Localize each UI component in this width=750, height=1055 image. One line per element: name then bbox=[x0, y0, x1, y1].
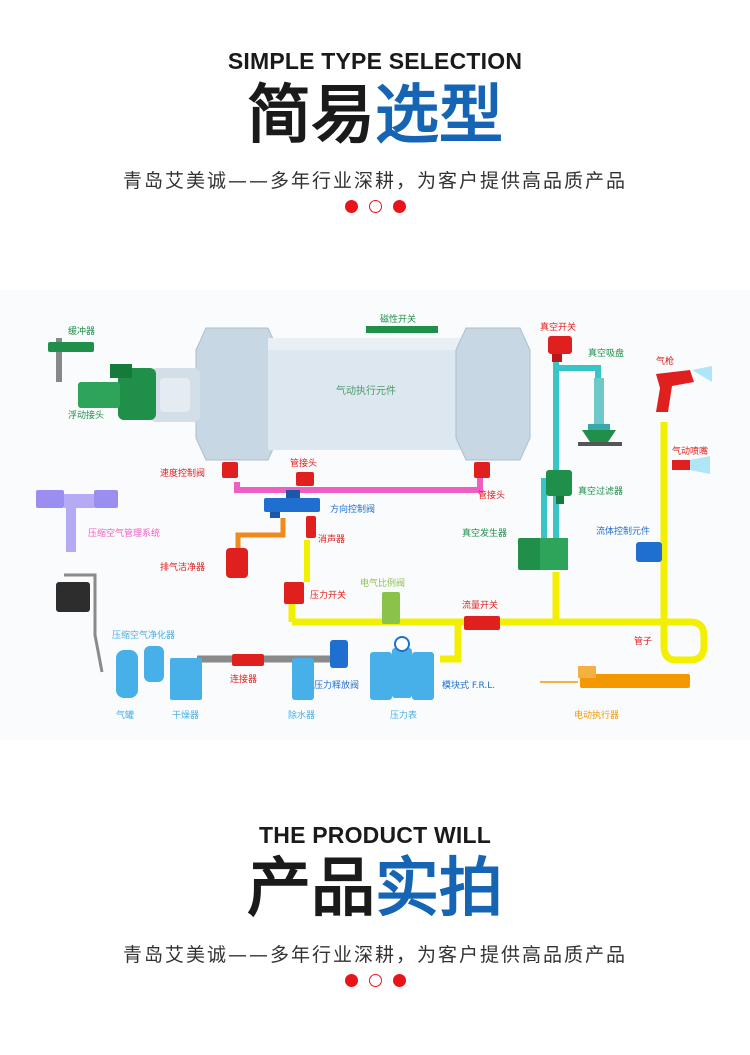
section2-subtitle: 青岛艾美诚——多年行业深耕，为客户提供高品质产品 bbox=[122, 944, 627, 966]
decorative-dots-2 bbox=[0, 974, 750, 987]
drain bbox=[292, 658, 314, 700]
label-floating-joint: 浮动接头 bbox=[68, 409, 104, 421]
label-buffer: 缓冲器 bbox=[68, 325, 95, 337]
label-drain: 除水器 bbox=[288, 709, 315, 721]
label-vacuum-filter: 真空过滤器 bbox=[578, 485, 623, 497]
pipe-gray-tank bbox=[64, 573, 104, 673]
connector bbox=[232, 654, 264, 666]
compressor bbox=[56, 582, 90, 612]
flow-control bbox=[636, 542, 662, 562]
fitting-right bbox=[474, 462, 490, 478]
pipe-orange bbox=[235, 518, 286, 550]
label-fitting-top: 管接头 bbox=[290, 457, 317, 469]
electro-proportional-valve bbox=[382, 592, 400, 624]
label-vacuum-switch: 真空开关 bbox=[540, 321, 576, 333]
dryer bbox=[170, 658, 202, 700]
label-ep-valve: 电气比例阀 bbox=[360, 577, 405, 589]
pressure-switch bbox=[284, 582, 304, 604]
section-subtitle: 青岛艾美诚——多年行业深耕，为客户提供高品质产品 bbox=[122, 170, 627, 192]
vacuum-pad bbox=[578, 378, 622, 446]
floating-joint bbox=[78, 364, 156, 420]
air-gun bbox=[656, 366, 712, 412]
air-tank bbox=[116, 646, 164, 698]
section-title-cn-blue: 选型 bbox=[375, 79, 503, 153]
dot-ring bbox=[368, 974, 382, 987]
dot-filled bbox=[344, 974, 358, 987]
section-title-en: SIMPLE TYPE SELECTION bbox=[227, 48, 523, 74]
label-vacuum-generator: 真空发生器 bbox=[462, 527, 507, 539]
dot-filled bbox=[344, 200, 358, 213]
decorative-dots bbox=[0, 200, 750, 213]
vacuum-switch bbox=[548, 336, 572, 362]
vacuum-generator bbox=[518, 538, 568, 570]
label-fitting-right: 管接头 bbox=[478, 489, 505, 501]
label-gauge: 压力表 bbox=[390, 709, 417, 721]
label-relief-valve: 压力释放阀 bbox=[314, 679, 359, 691]
label-purifier: 压缩空气净化器 bbox=[112, 629, 175, 641]
modular-frl bbox=[370, 636, 434, 700]
electric-actuator bbox=[540, 666, 690, 688]
direction-valve bbox=[264, 490, 320, 518]
pipe-yellow-main bbox=[440, 422, 708, 664]
label-silencer: 消声器 bbox=[318, 533, 345, 545]
fitting-top bbox=[296, 472, 314, 486]
speed-control-valve bbox=[222, 462, 238, 478]
label-cylinder: 气动执行元件 bbox=[336, 384, 396, 397]
label-vacuum-pad: 真空吸盘 bbox=[588, 347, 624, 359]
label-pipe: 管子 bbox=[634, 635, 652, 647]
label-pressure-switch: 压力开关 bbox=[310, 589, 346, 601]
label-speed-valve: 速度控制阀 bbox=[160, 467, 205, 479]
silencer bbox=[306, 516, 316, 538]
pneumatic-system-diagram: 缓冲器 浮动接头 磁性开关 气动执行元件 真空开关 真空吸盘 气枪 气动喷嘴 速… bbox=[0, 290, 750, 740]
section-title-cn-dark: 简易 bbox=[247, 79, 375, 153]
label-connector: 连接器 bbox=[230, 673, 257, 685]
dot-ring bbox=[368, 200, 382, 213]
section2-title-en: THE PRODUCT WILL bbox=[259, 822, 491, 848]
label-tank: 气罐 bbox=[116, 709, 134, 721]
air-management-system bbox=[36, 490, 118, 552]
section2-title-cn: 产品实拍 bbox=[0, 853, 750, 925]
label-exhaust-cleaner: 排气洁净器 bbox=[160, 561, 205, 573]
label-magnetic-switch: 磁性开关 bbox=[380, 313, 416, 325]
label-flow-control: 流体控制元件 bbox=[596, 525, 650, 537]
label-air-mgmt: 压缩空气管理系统 bbox=[88, 527, 160, 539]
section-title-cn: 简易选型 bbox=[0, 80, 750, 152]
cylinder bbox=[150, 327, 531, 461]
relief-valve bbox=[330, 640, 348, 668]
exhaust-cleaner bbox=[226, 548, 248, 578]
section2-title-cn-dark: 产品 bbox=[247, 852, 375, 926]
label-air-gun: 气枪 bbox=[656, 355, 674, 367]
buffer bbox=[48, 338, 94, 382]
label-direction-valve: 方向控制阀 bbox=[330, 503, 375, 515]
pipe-pink bbox=[234, 476, 483, 493]
label-flow-switch: 流量开关 bbox=[462, 599, 498, 611]
flow-switch bbox=[464, 616, 500, 630]
label-electric-actuator: 电动执行器 bbox=[574, 709, 619, 721]
label-dryer: 干燥器 bbox=[172, 710, 199, 721]
section2-title-cn-blue: 实拍 bbox=[375, 852, 503, 926]
vacuum-filter bbox=[546, 470, 572, 504]
label-modular-frl: 模块式 F.R.L. bbox=[442, 679, 495, 691]
dot-filled bbox=[392, 200, 406, 213]
air-nozzle bbox=[672, 456, 710, 474]
magnetic-switch bbox=[366, 326, 438, 333]
label-air-nozzle: 气动喷嘴 bbox=[672, 445, 708, 457]
dot-filled bbox=[392, 974, 406, 987]
